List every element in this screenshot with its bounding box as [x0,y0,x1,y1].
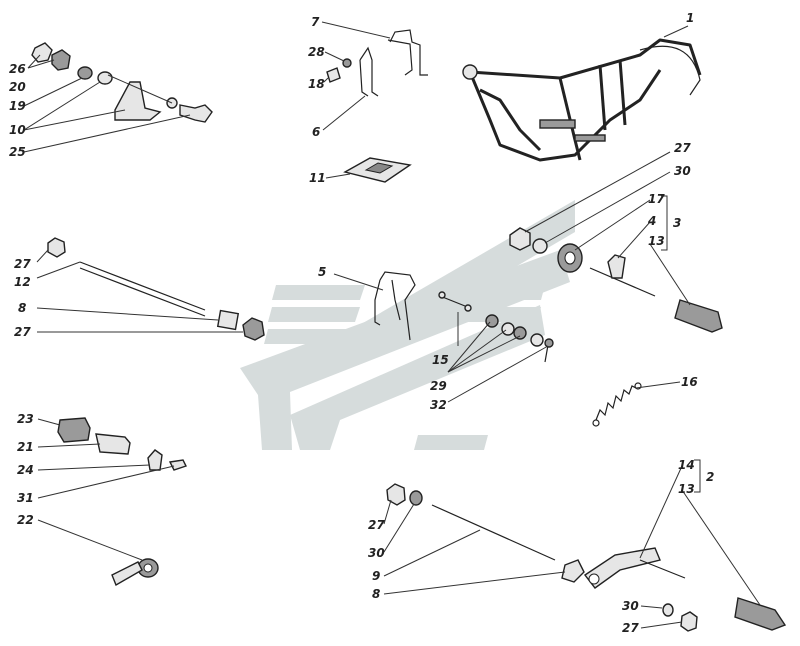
callout-27-a: 27 [674,141,691,155]
footrest-lever-icon [557,243,723,333]
callout-5: 5 [318,265,326,279]
plate-icon [343,157,412,183]
leader-lines [23,21,761,629]
mount-bracket-icon [359,29,428,97]
center-stand-icon [374,271,416,341]
callout-13-b: 13 [678,482,695,496]
callout-27-c: 27 [14,325,31,339]
callout-2: 2 [706,470,714,484]
lock-cylinder-icon [57,417,187,471]
callout-30-b: 30 [368,546,385,560]
callout-28: 28 [308,45,325,59]
callout-29: 29 [430,379,447,393]
nut-icon [509,227,548,254]
callout-8-a: 8 [18,301,26,315]
callout-8-b: 8 [372,587,380,601]
callout-20: 20 [9,80,26,94]
footrest-lever-icon [583,547,787,631]
callout-10: 10 [9,123,26,137]
callout-1: 1 [686,11,694,25]
nut-icon [662,603,698,632]
callout-27-b: 27 [14,257,31,271]
coil-spring-icon [592,382,642,427]
callout-12: 12 [14,275,31,289]
callout-31: 31 [17,491,34,505]
callout-30-c: 30 [622,599,639,613]
callout-26: 26 [9,62,26,76]
callout-7: 7 [311,15,320,29]
callout-27-e: 27 [622,621,639,635]
callout-4: 4 [647,214,656,228]
callout-3: 3 [673,216,681,230]
callout-14: 14 [678,458,695,472]
lock-key-icon [111,558,159,587]
callout-21: 21 [17,440,34,454]
callout-22: 22 [17,513,34,527]
callout-18: 18 [308,77,325,91]
pin-icon [438,291,554,363]
long-axle-icon [47,237,265,341]
callout-9: 9 [372,569,380,583]
callout-16: 16 [681,375,698,389]
callout-19: 19 [9,99,26,113]
long-axle-icon [431,504,585,583]
callout-15: 15 [432,353,449,367]
callout-27-d: 27 [368,518,385,532]
callout-24: 24 [17,463,34,477]
callout-labels: 1 7 28 18 6 11 26 20 19 10 25 27 30 17 4… [9,11,714,635]
callout-30-a: 30 [674,164,691,178]
callout-11: 11 [309,171,326,185]
nut-icon [386,483,423,506]
callout-23: 23 [17,412,34,426]
nut-icon [326,58,352,83]
callout-17: 17 [648,192,665,206]
callout-6: 6 [312,125,320,139]
callout-25: 25 [9,145,26,159]
callout-13-a: 13 [648,234,665,248]
callout-32: 32 [430,398,447,412]
motorcycle-frame-icon [462,38,702,162]
bolt-group-icon [31,42,213,123]
